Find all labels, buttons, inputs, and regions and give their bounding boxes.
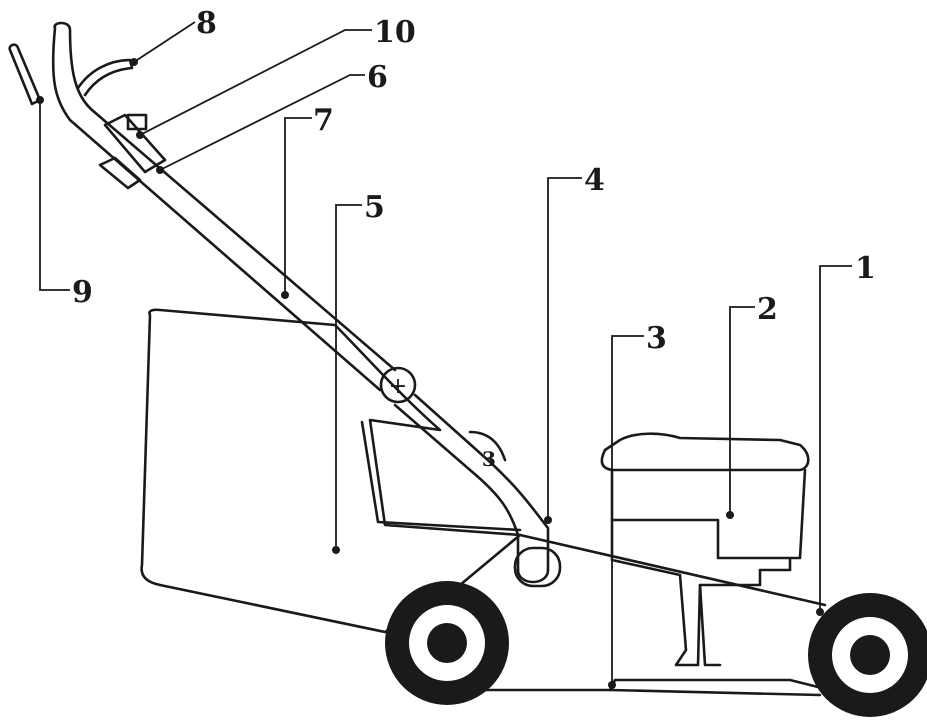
callout-2: 2 <box>757 292 778 327</box>
callout-5: 5 <box>364 190 385 225</box>
rear-wheel <box>385 581 509 705</box>
callout-labels: 8 10 6 7 5 4 1 2 3 9 3 <box>72 6 876 471</box>
callout-3-handle: 3 <box>482 447 496 471</box>
knob-symbol: + <box>389 374 407 399</box>
handle-pivot <box>513 546 562 588</box>
callout-3: 3 <box>646 321 667 356</box>
front-wheel <box>808 593 927 717</box>
callout-9: 9 <box>72 275 93 310</box>
handle-knob: + <box>379 366 417 404</box>
callout-8: 8 <box>196 6 217 41</box>
callout-1: 1 <box>855 251 876 286</box>
callout-7: 7 <box>313 103 334 138</box>
engine <box>600 432 810 667</box>
leader-lines <box>36 21 852 689</box>
callout-10: 10 <box>374 15 416 50</box>
mower-deck <box>159 533 832 697</box>
callout-6: 6 <box>367 60 388 95</box>
callout-4: 4 <box>584 163 605 198</box>
